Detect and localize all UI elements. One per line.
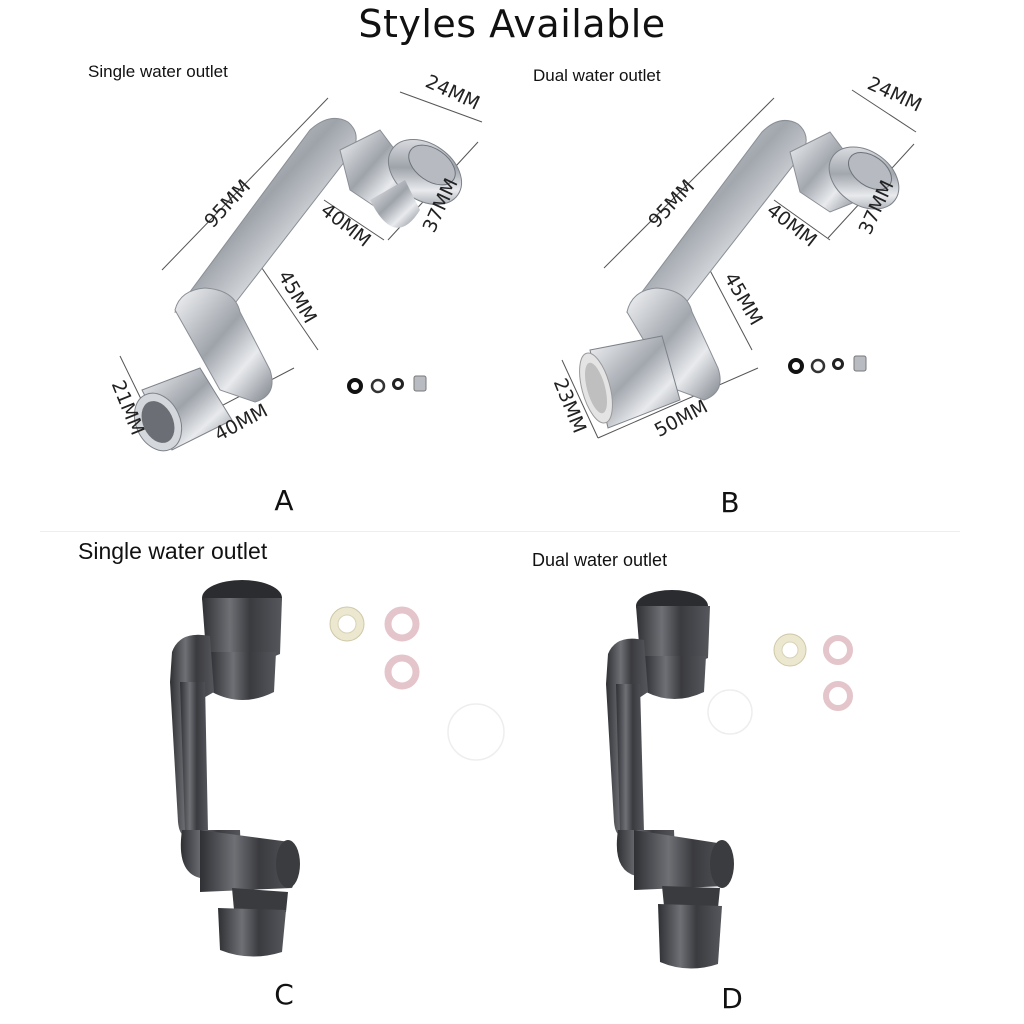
washer-set (347, 375, 427, 394)
faucet-body (170, 580, 300, 957)
panel-caption: Single water outlet (78, 538, 268, 564)
product-panel-a: Single water outlet (0, 50, 512, 530)
chrome-faucet-single-illustration: 95MM 24MM 37MM 40MM 45MM 21MM 40MM (107, 71, 483, 452)
panel-letter: D (721, 982, 743, 1015)
dim-inlet: 24MM (422, 71, 483, 115)
product-panel-c: Single water outlet C (0, 532, 512, 1024)
washer-set (329, 606, 505, 761)
faucet-arm (626, 119, 900, 401)
dim-lower: 45MM (273, 267, 321, 327)
panel-divider (40, 531, 960, 532)
washer-set (788, 355, 867, 374)
chrome-faucet-dual-illustration: 95MM 24MM 37MM 40MM 45MM 23MM 50MM (549, 73, 925, 442)
dim-lower: 45MM (719, 269, 767, 329)
product-panel-b: Dual water outlet (512, 50, 1024, 530)
panel-caption: Single water outlet (88, 62, 228, 81)
dim-elbow: 40MM (762, 199, 820, 251)
panel-caption: Dual water outlet (533, 66, 661, 85)
faucet-arm (174, 117, 462, 403)
panel-caption: Dual water outlet (532, 550, 668, 570)
gunmetal-faucet-dual-illustration (606, 590, 853, 969)
panel-letter: B (720, 486, 740, 519)
dim-top-length: 95MM (644, 176, 699, 233)
product-panel-d: Dual water outlet D (512, 532, 1024, 1024)
aerator-outlet (133, 367, 233, 452)
dual-aerator-outlet (579, 335, 681, 429)
washer-set (707, 633, 853, 735)
gunmetal-faucet-single-illustration (170, 580, 505, 957)
dim-elbow: 40MM (316, 199, 374, 251)
panel-letter: A (274, 484, 294, 517)
panel-letter: C (274, 978, 294, 1011)
faucet-body (606, 590, 734, 969)
page-title: Styles Available (358, 2, 666, 46)
dim-inlet: 24MM (864, 73, 925, 117)
